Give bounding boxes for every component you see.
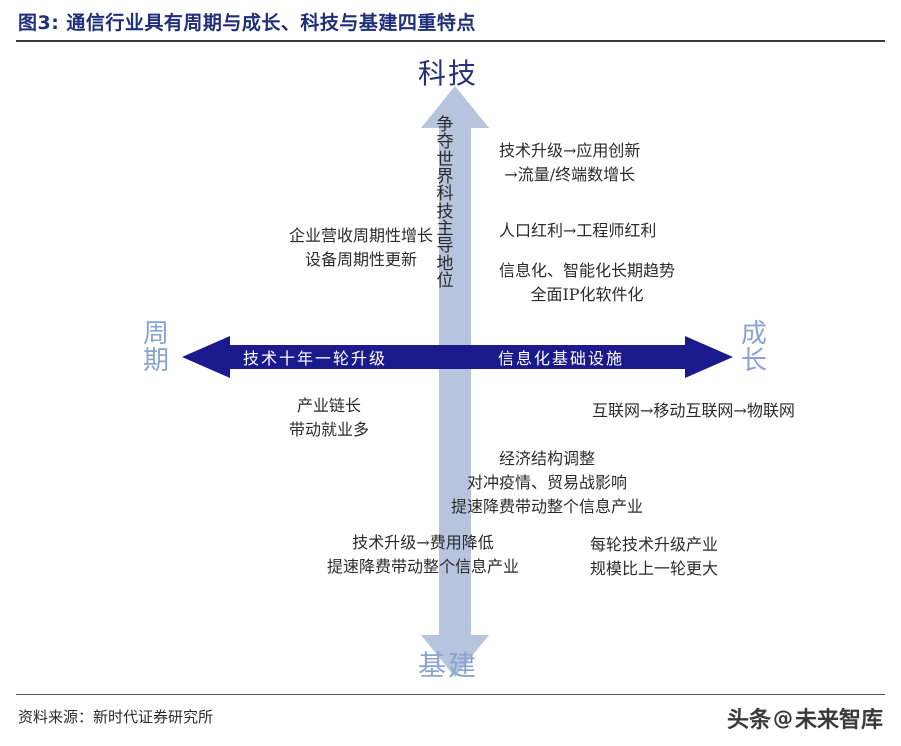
note-line: 设备周期性更新 xyxy=(305,250,418,269)
note-line: 信息化、智能化长期趋势 xyxy=(499,261,676,280)
note-cost-reduction: 技术升级→费用降低 提速降费带动整个信息产业 xyxy=(327,531,519,579)
note-tech-upgrade-application: 技术升级→应用创新 →流量/终端数增长 xyxy=(499,139,640,187)
note-long-industry-chain: 产业链长 带动就业多 xyxy=(289,394,369,442)
vertical-axis-shaft-label: 争 夺 世 界 科 技 主 导 地 位 xyxy=(432,115,458,291)
note-line: 提速降费带动整个信息产业 xyxy=(327,557,520,576)
note-internet-evolution: 互联网→移动互联网→物联网 xyxy=(592,399,795,423)
diagram-canvas: 争 夺 世 界 科 技 主 导 地 位 技术十年一轮升级 信息化基础设施 科技 … xyxy=(0,44,901,694)
horizontal-arrow-right-label: 信息化基础设施 xyxy=(498,349,625,368)
axis-label-infrastructure: 基建 xyxy=(418,649,479,682)
note-informatization-trend: 信息化、智能化长期趋势 全面IP化软件化 xyxy=(499,259,675,307)
shaft-char-1: 夺 xyxy=(436,132,454,153)
horizontal-axis-arrow xyxy=(180,334,735,380)
note-line: 企业营收周期性增长 xyxy=(289,226,434,245)
shaft-char-9: 位 xyxy=(436,270,454,291)
footer-divider xyxy=(16,694,885,695)
axis-label-growth-line1: 成 xyxy=(740,319,767,349)
shaft-char-6: 主 xyxy=(436,218,454,239)
axis-label-cycle-line2: 期 xyxy=(142,346,169,377)
horizontal-arrow-left-label: 技术十年一轮升级 xyxy=(243,349,388,368)
note-line: 带动就业多 xyxy=(289,420,370,439)
note-line: 产业链长 xyxy=(297,396,362,415)
note-economic-restructuring: 经济结构调整 对冲疫情、贸易战影响 提速降费带动整个信息产业 xyxy=(451,447,643,519)
note-line: 技术升级→应用创新 xyxy=(499,141,641,160)
shaft-char-0: 争 xyxy=(436,115,454,135)
note-line: 互联网→移动互联网→物联网 xyxy=(592,401,795,420)
note-line: 人口红利→工程师红利 xyxy=(499,221,657,240)
shaft-char-7: 导 xyxy=(436,236,454,257)
axis-label-technology: 科技 xyxy=(418,57,479,90)
watermark-name: 未来智库 xyxy=(794,708,883,733)
shaft-char-4: 科 xyxy=(436,184,454,205)
axis-label-growth: 成 长 xyxy=(738,319,770,377)
note-industry-scale-growth: 每轮技术升级产业 规模比上一轮更大 xyxy=(590,533,718,581)
note-line: 技术升级→费用降低 xyxy=(352,533,494,552)
note-cyclical-revenue-growth: 企业营收周期性增长 设备周期性更新 xyxy=(289,224,433,272)
shaft-char-3: 界 xyxy=(436,166,454,187)
axis-label-cycle-line1: 周 xyxy=(142,319,169,349)
note-demographic-engineer-dividend: 人口红利→工程师红利 xyxy=(499,219,656,243)
note-line: 每轮技术升级产业 xyxy=(590,535,719,554)
figure-header: 图3: 通信行业具有周期与成长、科技与基建四重特点 xyxy=(0,0,901,44)
note-line: 提速降费带动整个信息产业 xyxy=(451,497,644,516)
note-line: 全面IP化软件化 xyxy=(530,285,644,304)
note-line: 规模比上一轮更大 xyxy=(590,559,719,578)
shaft-char-5: 技 xyxy=(436,201,454,222)
at-icon: @ xyxy=(772,706,793,730)
vertical-axis-arrow xyxy=(419,84,491,679)
note-line: 经济结构调整 xyxy=(499,449,596,468)
watermark-prefix: 头条 xyxy=(726,708,771,733)
page-title: 图3: 通信行业具有周期与成长、科技与基建四重特点 xyxy=(18,12,476,34)
title-divider xyxy=(16,40,885,42)
axis-label-cycle: 周 期 xyxy=(140,319,172,377)
note-line: →流量/终端数增长 xyxy=(504,165,636,184)
note-line: 对冲疫情、贸易战影响 xyxy=(467,473,628,492)
watermark: 头条 @ 未来智库 xyxy=(727,702,883,734)
axis-label-growth-line2: 长 xyxy=(740,346,767,377)
source-note: 资料来源：新时代证券研究所 xyxy=(18,708,214,726)
shaft-char-8: 地 xyxy=(436,253,454,274)
shaft-char-2: 世 xyxy=(436,149,454,170)
